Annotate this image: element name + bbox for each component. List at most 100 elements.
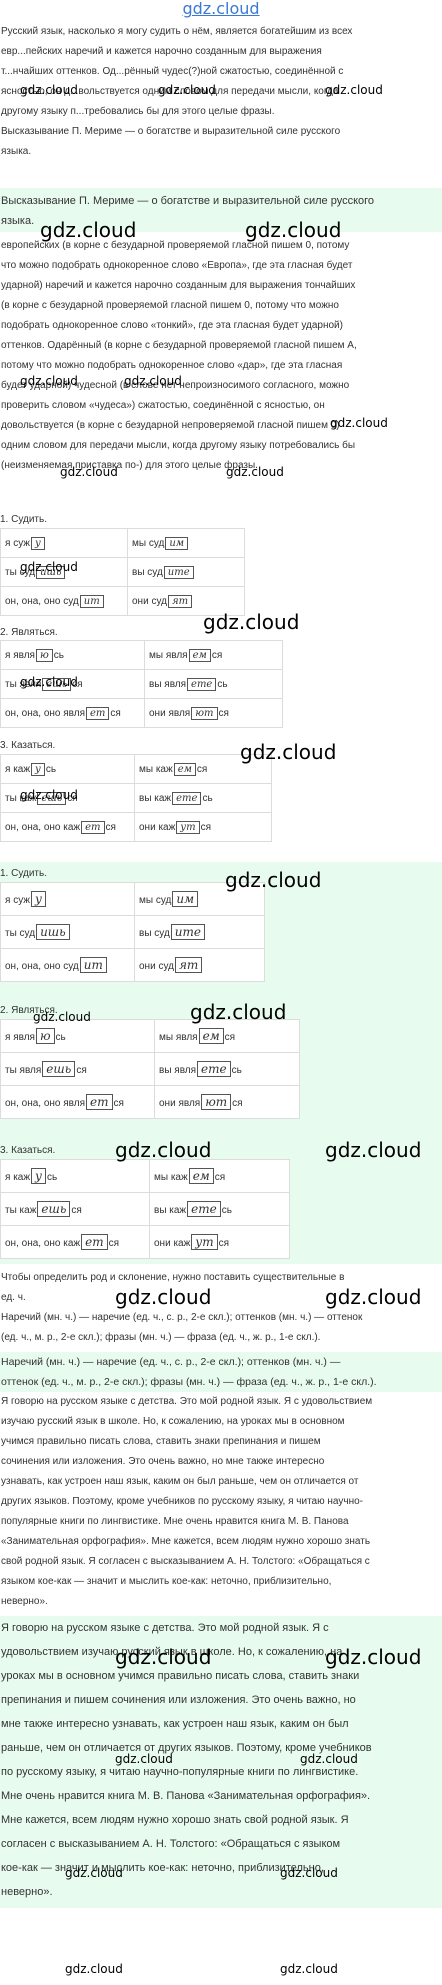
text-line: изучаю русский язык в школе. Но, к сожал…	[1, 1416, 345, 1427]
table-title: 1. Судить.	[0, 514, 47, 525]
text-line: Наречий (мн. ч.) — наречие (ед. ч., с. р…	[1, 1312, 363, 1323]
text-line: Я говорю на русском языке с детства. Это…	[1, 1396, 373, 1407]
watermark: gdz.cloud	[20, 675, 78, 689]
text-line: раньше, чем он отличается от других язык…	[1, 1742, 372, 1754]
watermark: gdz.cloud	[158, 83, 216, 97]
watermark: gdz.cloud	[190, 1000, 287, 1024]
watermark: gdz.cloud	[325, 83, 383, 97]
text-line: одним словом для передачи мысли, когда д…	[1, 440, 356, 451]
text-line: препинания и пишем сочинения или изложен…	[1, 1694, 356, 1706]
watermark: gdz.cloud	[280, 1962, 338, 1976]
watermark: gdz.cloud	[245, 218, 342, 242]
text-line: неверно».	[1, 1596, 48, 1607]
text-line: евр...пейских наречий и кажется нарочно …	[1, 46, 322, 57]
watermark: gdz.cloud	[20, 788, 78, 802]
watermark: gdz.cloud	[115, 1285, 212, 1309]
watermark: gdz.cloud	[115, 1138, 212, 1162]
text-line: Мне кажется, всем людям нужно хорошо зна…	[1, 1814, 349, 1826]
table-title: 2. Являться.	[0, 627, 58, 638]
watermark: gdz.cloud	[330, 416, 388, 430]
text-line: других языков. Поэтому, кроме учебников …	[1, 1496, 363, 1507]
nouns-task: Чтобы определить род и склонение, нужно …	[0, 1268, 442, 1348]
text-line: языка.	[1, 146, 32, 157]
text-line: кое-как — значит и мыслить кое-как: нето…	[1, 1862, 324, 1874]
watermark: gdz.cloud	[280, 1866, 338, 1880]
watermark: gdz.cloud	[325, 1645, 422, 1669]
watermark: gdz.cloud	[203, 610, 300, 634]
text-line: Высказывание П. Мериме — о богатстве и в…	[1, 126, 341, 137]
text-line: европейских (в корне с безударной провер…	[1, 240, 350, 251]
watermark: gdz.cloud	[60, 465, 118, 479]
answer-paragraph: европейских (в корне с безударной провер…	[0, 236, 442, 476]
text-line: (в корне с безударной проверяемой гласно…	[1, 300, 339, 311]
text-line: учимся правильно писать слова, ставить з…	[1, 1436, 321, 1447]
text-line: Высказывание П. Мериме — о богатстве и в…	[1, 195, 375, 207]
text-line: проверить словом «чудеса») сжатостью, со…	[1, 400, 325, 411]
text-line: ясностью, он д...вольствуется одним слов…	[1, 86, 339, 97]
watermark: gdz.cloud	[65, 1866, 123, 1880]
text-line: Русский язык, насколько я могу судить о …	[1, 26, 353, 37]
text-line: Я говорю на русском языке с детства. Это…	[1, 1622, 329, 1634]
watermark: gdz.cloud	[226, 465, 284, 479]
table-title: 2. Являться.	[0, 1005, 58, 1016]
text-line: языка.	[1, 215, 35, 227]
text-line: неверно».	[1, 1886, 53, 1898]
text-line: согласен с высказыванием А. Н. Толстого:…	[1, 1838, 341, 1850]
watermark: gdz.cloud	[20, 374, 78, 388]
text-line: будет ударной) чудесной (в слове нет неп…	[1, 380, 350, 391]
site-logo[interactable]: gdz.cloud	[182, 0, 260, 18]
watermark: gdz.cloud	[300, 1752, 358, 1766]
table-title: 3. Казаться.	[0, 740, 56, 751]
watermark: gdz.cloud	[124, 374, 182, 388]
text-line: что можно подобрать однокоренное слово «…	[1, 260, 353, 271]
essay-task: Я говорю на русском языке с детства. Это…	[0, 1392, 442, 1612]
text-line: удовольствием изучаю русский язык в школ…	[1, 1646, 343, 1658]
text-line: оттенков. Одарённый (в корне с безударно…	[1, 340, 357, 351]
watermark: gdz.cloud	[115, 1752, 173, 1766]
watermark: gdz.cloud	[40, 218, 137, 242]
watermark: gdz.cloud	[115, 1645, 212, 1669]
watermark: gdz.cloud	[20, 560, 78, 574]
text-line: по русскому языку, я читаю научно-популя…	[1, 1766, 359, 1778]
table-title: 3. Казаться.	[0, 1145, 56, 1156]
text-line: уроках мы в основном учимся правильно пи…	[1, 1670, 360, 1682]
text-line: свой родной язык. Я согласен с высказыва…	[1, 1556, 370, 1567]
text-line: довольствуется (в корне с безударной неп…	[1, 420, 340, 431]
task-paragraph: Русский язык, насколько я могу судить о …	[0, 22, 442, 162]
text-line: (ед. ч., м. р., 2-е скл.); фразы (мн. ч.…	[1, 1332, 321, 1343]
text-line: сочинения или изложения. Это очень важно…	[1, 1456, 325, 1467]
text-line: мне также интересно узнавать, как устрое…	[1, 1718, 349, 1730]
text-line: языком кое-как — значит и мыслить кое-ка…	[1, 1576, 332, 1587]
table-title: 1. Судить.	[0, 868, 47, 879]
